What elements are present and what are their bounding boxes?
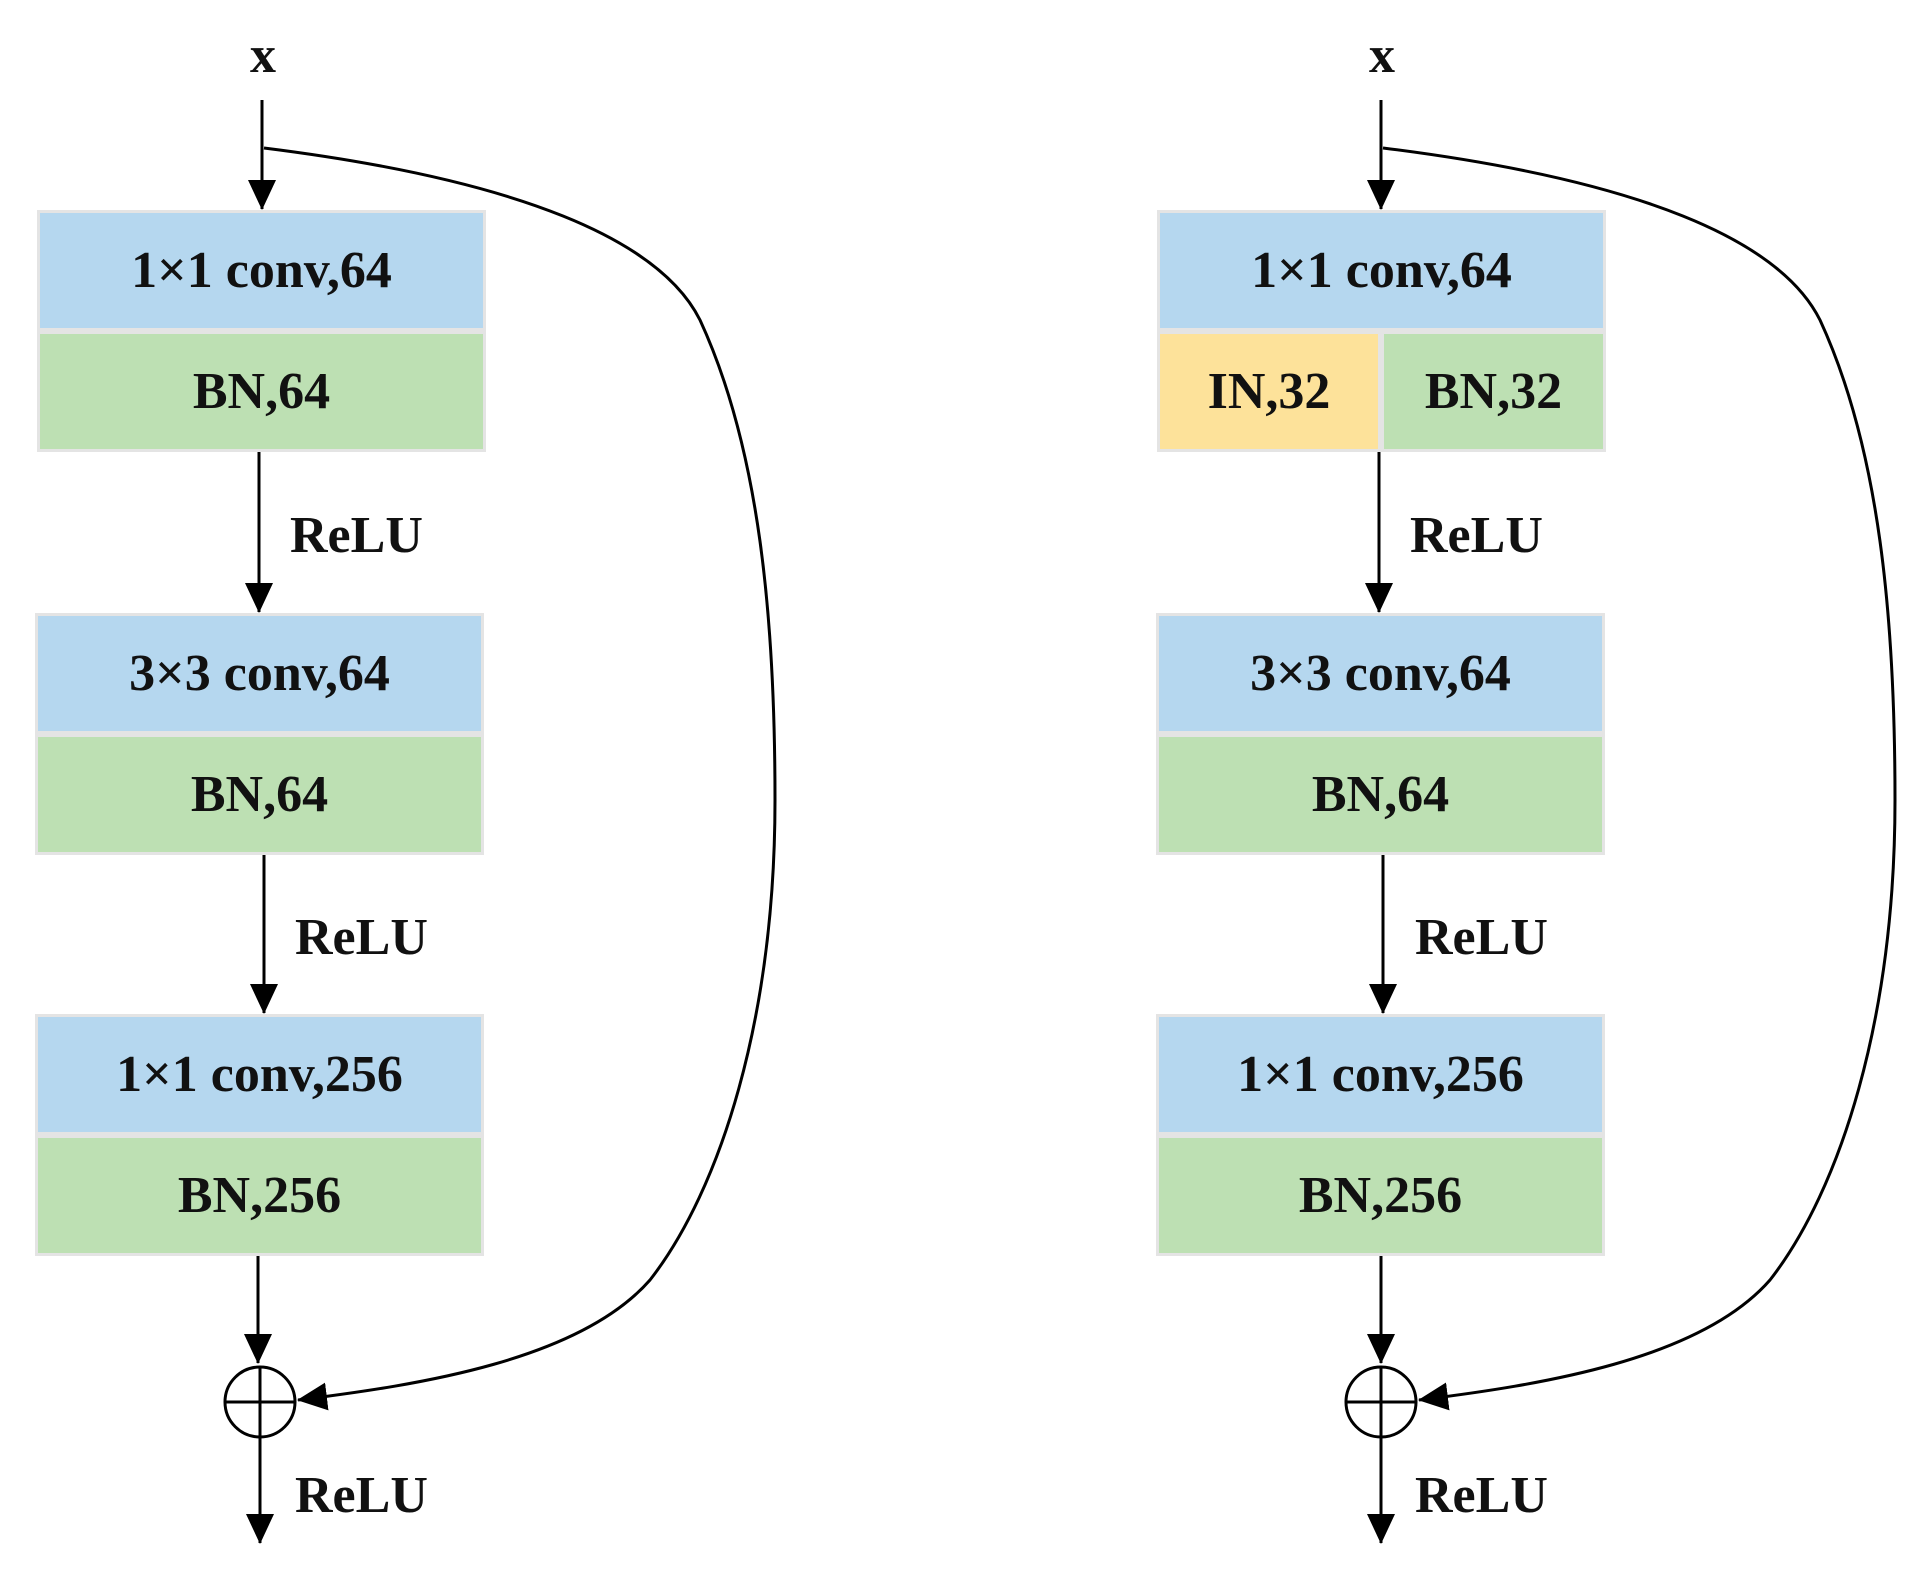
left-input-label: x — [250, 27, 276, 84]
left-relu-label-2: ReLU — [295, 909, 428, 966]
left-relu-label-1: ReLU — [290, 507, 423, 564]
left-bn-64-a: BN,64 — [37, 331, 486, 452]
left-bn-256: BN,256 — [35, 1135, 484, 1256]
right-bn-256: BN,256 — [1156, 1135, 1605, 1256]
left-skip-connection — [263, 146, 777, 1411]
right-bn-32: BN,32 — [1381, 331, 1606, 452]
right-relu-label-3: ReLU — [1415, 1467, 1548, 1524]
right-in-32: IN,32 — [1157, 331, 1381, 452]
right-conv-3x3-64: 3×3 conv,64 — [1156, 613, 1605, 734]
right-bn-64: BN,64 — [1156, 734, 1605, 855]
right-relu-label-1: ReLU — [1410, 507, 1543, 564]
right-relu-label-2: ReLU — [1415, 909, 1548, 966]
right-skip-connection — [1382, 146, 1897, 1411]
left-conv-3x3-64: 3×3 conv,64 — [35, 613, 484, 734]
right-input-label: x — [1369, 27, 1395, 84]
right-conv-1x1-64: 1×1 conv,64 — [1157, 210, 1606, 331]
left-relu-label-3: ReLU — [295, 1467, 428, 1524]
right-conv-1x1-256: 1×1 conv,256 — [1156, 1014, 1605, 1135]
right-column-wires — [1344, 100, 1897, 1544]
left-conv-1x1-256: 1×1 conv,256 — [35, 1014, 484, 1135]
left-column-wires — [223, 100, 777, 1544]
left-bn-64-b: BN,64 — [35, 734, 484, 855]
left-conv-1x1-64: 1×1 conv,64 — [37, 210, 486, 331]
